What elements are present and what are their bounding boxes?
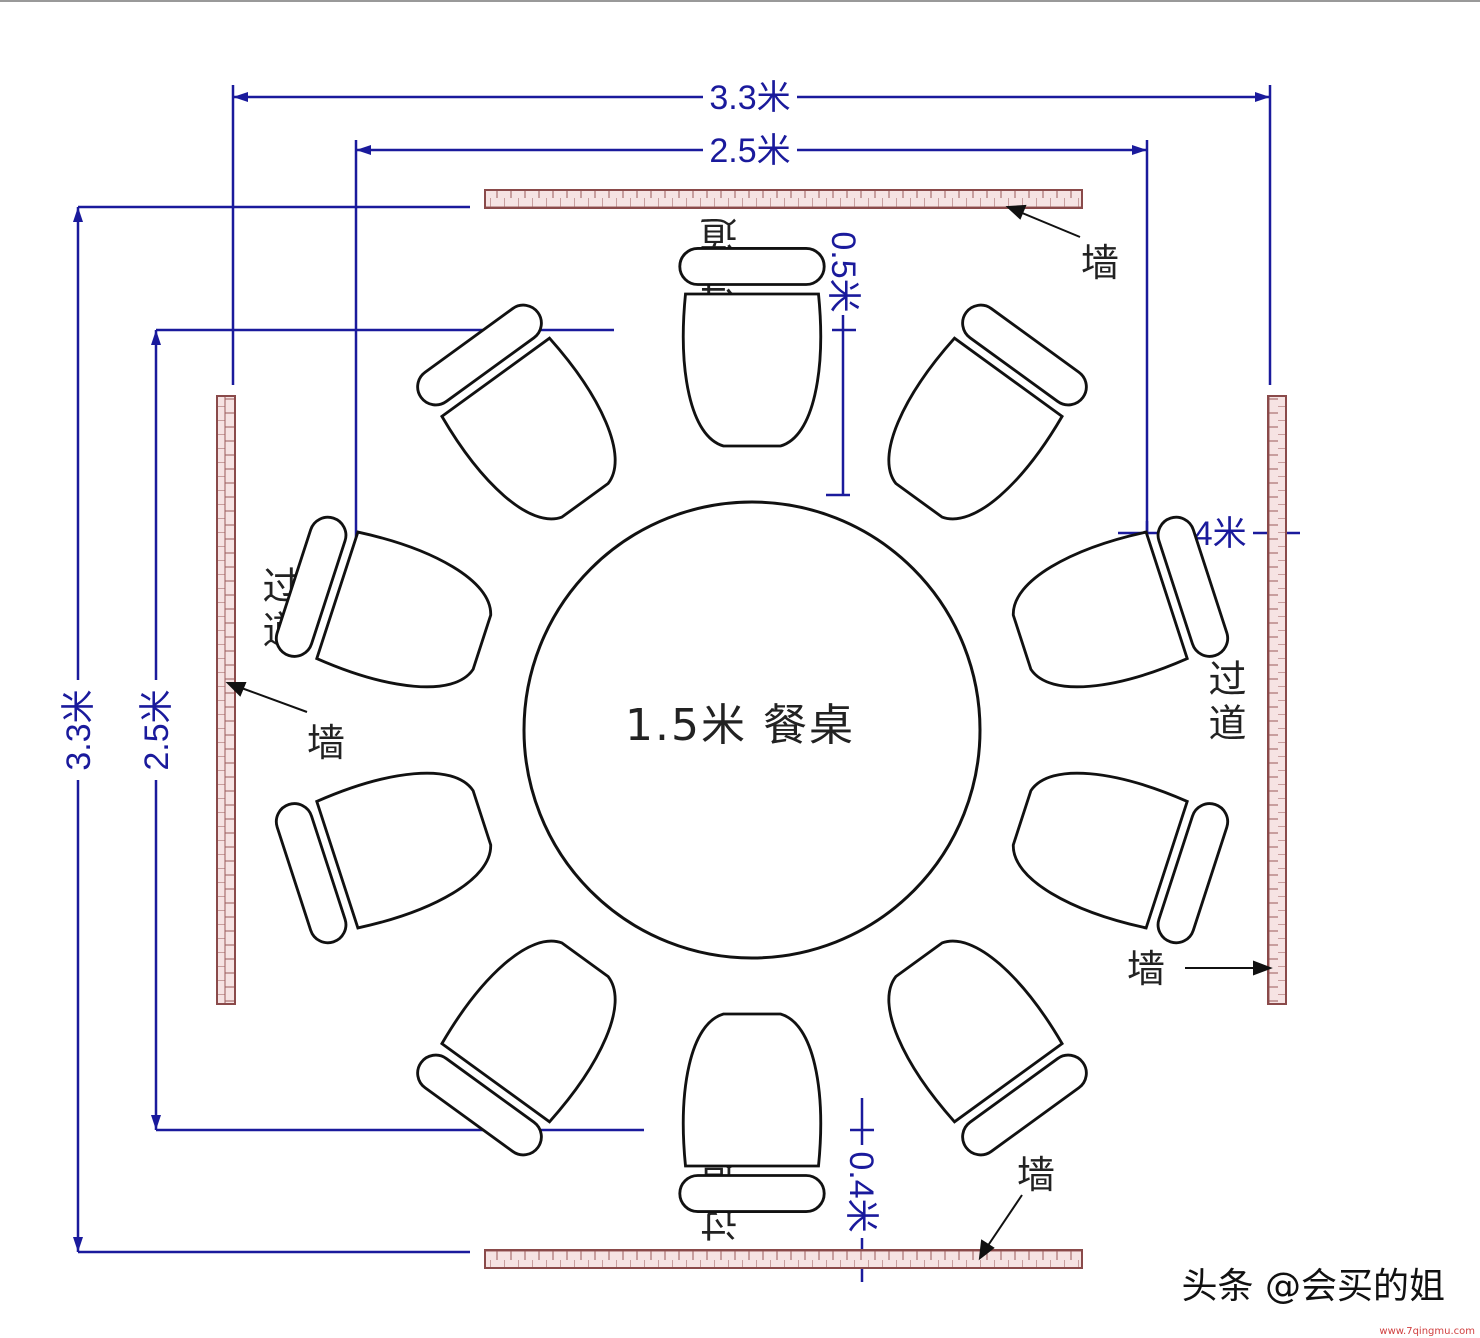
chair (678, 1012, 826, 1214)
outer-height-label: 3.3米 (60, 689, 98, 770)
round-table (522, 500, 982, 960)
site-watermark: www.7qingmu.com (1379, 1326, 1475, 1337)
top-gap-label: 0.5米 (824, 231, 862, 312)
watermark-text: 头条 @会买的姐 (1182, 1266, 1445, 1307)
dimension-arrows (73, 92, 1270, 1252)
wall-label-left: 墙 (307, 721, 345, 765)
chair (409, 915, 645, 1164)
chair (678, 246, 826, 448)
chair (998, 511, 1234, 713)
bottom-gap-label: 0.4米 (842, 1151, 880, 1232)
outer-width-label: 3.3米 (709, 79, 790, 117)
wall-label-top: 墙 (1081, 241, 1119, 285)
chair (270, 511, 506, 713)
wall-right (1267, 395, 1287, 1005)
corridor-label-right: 过道 (1202, 659, 1246, 747)
wall-top (484, 189, 1083, 209)
wall-bottom (484, 1249, 1083, 1269)
inner-width-label: 2.5米 (709, 132, 790, 170)
chair (859, 915, 1095, 1164)
chair (859, 296, 1095, 545)
wall-label-bottom: 墙 (1017, 1153, 1055, 1197)
table-label: 1.5米 餐桌 (625, 700, 855, 751)
inner-height-label: 2.5米 (138, 689, 176, 770)
chair (998, 747, 1234, 949)
wall-label-right: 墙 (1127, 947, 1165, 991)
chair (409, 296, 645, 545)
wall-left (216, 395, 236, 1005)
wall-pointers (225, 204, 1273, 1261)
chair (270, 747, 506, 949)
